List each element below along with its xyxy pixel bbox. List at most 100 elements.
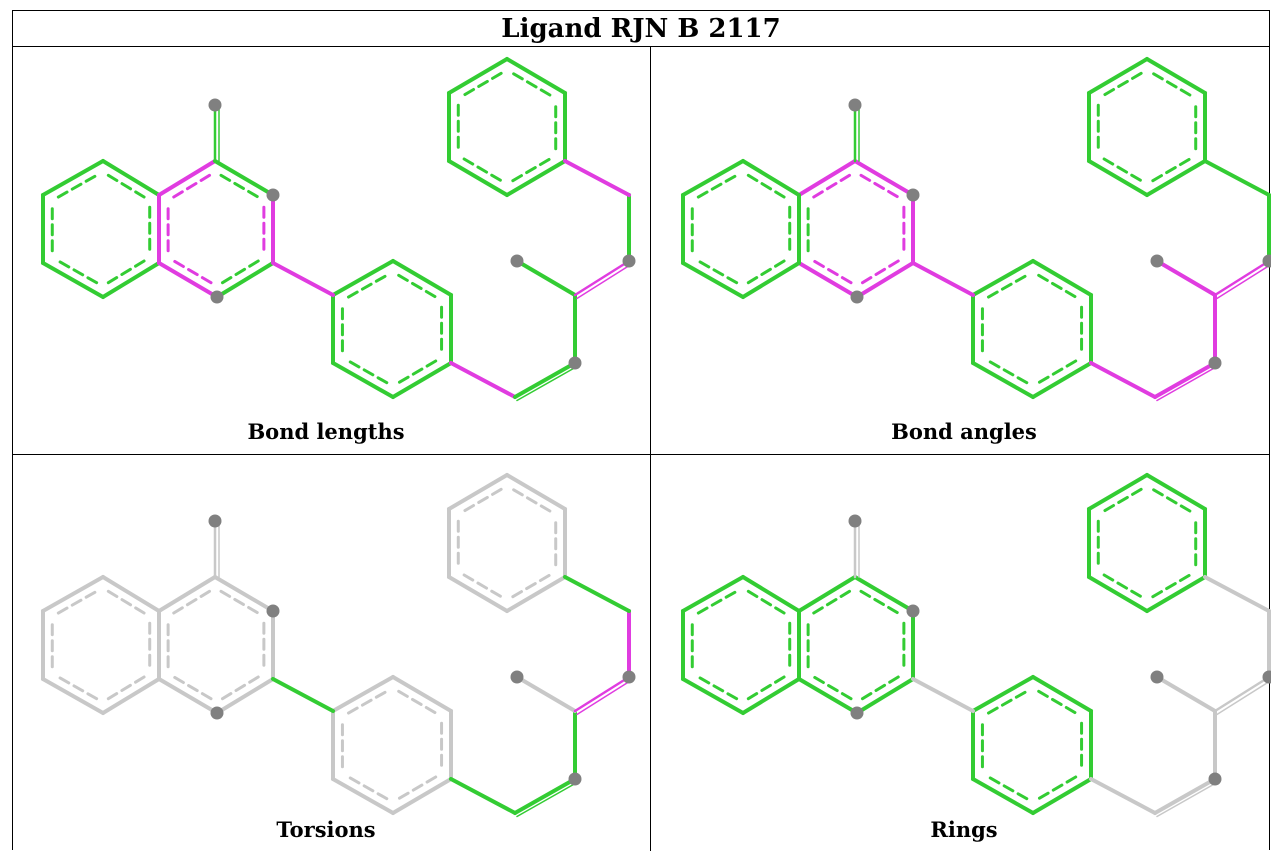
aromatic-dash [462, 157, 503, 183]
aromatic-dash [986, 273, 1029, 299]
aromatic-dash [1102, 487, 1143, 513]
ring-bond [331, 675, 395, 713]
aromatic-dash [56, 589, 99, 615]
panel-rings: Rings [651, 455, 1276, 851]
atom-sphere [208, 98, 222, 112]
figure-title: Ligand RJN B 2117 [13, 11, 1269, 47]
ring-bond [213, 159, 275, 197]
atom-sphere [266, 188, 280, 202]
chain-bond [271, 261, 335, 297]
aromatic-dash [696, 259, 739, 285]
aromatic-dash [219, 589, 260, 615]
atom-sphere [1150, 670, 1164, 684]
aromatic-dash [746, 259, 786, 285]
chain-bond [911, 261, 975, 297]
ring-bond [797, 159, 857, 197]
molecule-torsions [41, 473, 636, 818]
aromatic-dash [220, 675, 260, 701]
aromatic-dash [511, 573, 552, 599]
chain-bond [1203, 159, 1271, 197]
chain-bond [573, 675, 631, 713]
row-divider [13, 454, 1269, 455]
ring-bond [391, 777, 453, 815]
ring-bond [1087, 575, 1149, 613]
aromatic-dash [1151, 157, 1192, 183]
ring-bond [971, 259, 1035, 297]
aromatic-dash [346, 273, 389, 299]
aromatic-dash [397, 689, 438, 715]
aromatic-dash [511, 487, 552, 513]
aromatic-dash [812, 259, 853, 285]
ring-bond [1031, 361, 1093, 399]
chain-bond [1213, 675, 1271, 713]
atom-sphere [906, 188, 920, 202]
aromatic-dash [106, 675, 146, 701]
ring-bond [41, 261, 105, 299]
aromatic-dash [1102, 573, 1143, 599]
aromatic-dash [172, 173, 212, 199]
atom-sphere [510, 254, 524, 268]
aromatic-dash [1151, 71, 1192, 97]
caption-bond-lengths: Bond lengths [247, 419, 405, 444]
ring-bond [447, 57, 509, 95]
atom-sphere [510, 670, 524, 684]
atom-sphere [1208, 772, 1222, 786]
ring-bond [391, 259, 453, 297]
atom-sphere [848, 514, 862, 528]
double-bond-line [516, 781, 578, 818]
ring-bond [797, 575, 857, 613]
aromatic-dash [219, 173, 260, 199]
atom-sphere [850, 706, 864, 720]
ring-bond [213, 575, 275, 613]
aromatic-dash [986, 359, 1029, 385]
ring-bond [505, 575, 567, 613]
aromatic-dash [859, 589, 900, 615]
aromatic-dash [696, 173, 739, 199]
aromatic-dash [812, 589, 852, 615]
aromatic-dash [860, 675, 900, 701]
double-bond-line [1216, 679, 1271, 716]
aromatic-dash [1102, 157, 1143, 183]
chain-bond [1155, 675, 1217, 713]
chain-bond [271, 677, 335, 713]
ring-bond [681, 575, 745, 613]
aromatic-dash [1037, 359, 1078, 385]
aromatic-dash [1151, 487, 1192, 513]
atom-sphere [848, 98, 862, 112]
caption-torsions: Torsions [276, 817, 376, 842]
ring-bond [741, 159, 801, 197]
aromatic-dash [860, 259, 900, 285]
aromatic-dash [172, 589, 212, 615]
atom-sphere [1262, 254, 1271, 268]
caption-bond-angles: Bond angles [891, 419, 1037, 444]
aromatic-dash [746, 675, 786, 701]
aromatic-dash [1037, 775, 1078, 801]
aromatic-dash [462, 573, 503, 599]
aromatic-dash [346, 775, 389, 801]
chain-bond [1089, 361, 1157, 399]
ring-bond [681, 261, 745, 299]
atom-sphere [622, 670, 636, 684]
double-bond-line [1156, 365, 1218, 402]
column-divider [650, 47, 651, 851]
chain-bond [1213, 259, 1271, 297]
chain-bond [513, 777, 577, 815]
ring-bond [391, 675, 453, 713]
aromatic-dash [56, 259, 99, 285]
ring-bond [157, 261, 219, 299]
ring-bond [1087, 473, 1149, 511]
ring-bond [41, 677, 105, 715]
ring-bond [1031, 777, 1093, 815]
ring-bond [1031, 675, 1093, 713]
aromatic-dash [462, 487, 503, 513]
aromatic-dash [812, 173, 852, 199]
double-bond-line [1216, 263, 1271, 300]
aromatic-dash [859, 173, 900, 199]
aromatic-dash [1151, 573, 1192, 599]
ring-bond [447, 575, 509, 613]
aromatic-dash [511, 157, 552, 183]
atom-sphere [1208, 356, 1222, 370]
ring-bond [1145, 575, 1207, 613]
chain-bond [513, 361, 577, 399]
double-bond-line [576, 263, 632, 300]
